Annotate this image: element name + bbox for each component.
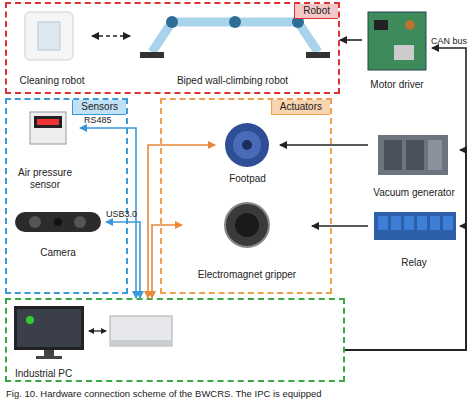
device-box: Cleaning robot — [12, 8, 92, 88]
actuator-box: Electromagnet gripper — [182, 198, 312, 282]
node-label: Electromagnet gripper — [198, 269, 296, 283]
node-label: Relay — [401, 257, 427, 271]
relay-block — [378, 216, 388, 230]
camera-icon — [15, 212, 101, 232]
footpad-ring — [233, 131, 261, 159]
robot-foot — [306, 52, 330, 58]
sensor-body — [30, 112, 66, 144]
robot-joint — [166, 16, 178, 28]
robot-body — [25, 12, 73, 60]
figure-caption: Fig. 10. Hardware connection scheme of t… — [6, 388, 322, 399]
chip — [374, 20, 388, 30]
node-label: Cleaning robot — [19, 75, 84, 89]
connector — [152, 225, 182, 298]
connector — [345, 150, 466, 350]
actuators-group: ActuatorsFootpadElectromagnet gripper — [160, 98, 332, 294]
sensor-display — [34, 116, 62, 128]
motor-driver-icon — [368, 12, 426, 70]
pc-shade — [110, 340, 172, 346]
relay-icon — [374, 212, 456, 240]
relay-board — [374, 212, 456, 240]
biped-robot-icon — [140, 16, 330, 58]
device-box: Biped wall-climbing robot — [130, 8, 335, 88]
relay-block — [417, 216, 427, 230]
connector — [148, 145, 215, 298]
robot-foot — [140, 52, 164, 58]
pc-case — [110, 316, 172, 346]
vacuum-generator-icon — [378, 135, 448, 175]
node-label: Motor driver — [370, 79, 423, 93]
generator-block — [428, 140, 442, 170]
node-label: Air pressure sensor — [10, 167, 80, 192]
group-tab-label: Robot — [294, 4, 338, 19]
edge-label: RS485 — [84, 115, 112, 125]
connector — [345, 226, 466, 350]
robot-joint — [229, 16, 241, 28]
monitor-link — [89, 330, 106, 331]
device-box: Motor driver — [362, 8, 432, 92]
footpad-outer — [225, 123, 269, 167]
edge-label: CAN bus — [431, 36, 467, 46]
connector-block — [394, 45, 414, 60]
magnet-core — [235, 213, 259, 237]
monitor-stand — [44, 350, 54, 356]
screen-marker — [26, 316, 34, 324]
air-pressure-sensor-icon — [30, 112, 66, 144]
relay-block — [404, 216, 414, 230]
group-tab-label: Sensors — [72, 100, 126, 115]
monitor-base — [36, 356, 62, 359]
monitor-screen — [17, 309, 81, 347]
monitor-bezel — [14, 306, 84, 350]
electromagnet-icon — [225, 203, 269, 247]
generator-body — [378, 135, 448, 175]
sensor-box: Air pressure sensor — [10, 106, 80, 192]
camera-body — [15, 212, 101, 232]
magnet-outer — [225, 203, 269, 247]
cleaning-robot-icon — [25, 12, 73, 60]
sensors-group: SensorsAir pressure sensorCamera — [5, 98, 128, 294]
sensor-box: Camera — [10, 205, 106, 260]
connector — [106, 222, 140, 298]
relay-block — [391, 216, 401, 230]
connector — [345, 48, 466, 350]
edge-label: USB3.0 — [106, 209, 137, 219]
robot-group: RobotCleaning robot Biped wall-climbing r… — [5, 2, 340, 94]
sensor-digits — [37, 119, 59, 125]
connector — [340, 39, 362, 41]
camera-lens — [54, 218, 62, 226]
camera-lens — [74, 216, 86, 228]
robot-panel — [38, 22, 60, 50]
relay-block — [443, 216, 453, 230]
device-box: Relay — [368, 206, 460, 270]
node-label: Industrial PC — [15, 368, 72, 380]
industrial-pc-group: Industrial PC — [5, 298, 345, 382]
node-label: Camera — [40, 247, 76, 261]
group-tab-label: Actuators — [271, 100, 330, 115]
actuator-box: Footpad — [215, 118, 280, 186]
monitor-icon — [14, 306, 84, 359]
node-label: Biped wall-climbing robot — [177, 75, 288, 89]
pcb-board — [368, 12, 426, 70]
connector — [312, 225, 368, 227]
pc-icon — [110, 316, 172, 346]
relay-block — [430, 216, 440, 230]
node-label: Vacuum generator — [373, 187, 455, 201]
generator-block — [384, 140, 402, 170]
connector — [280, 144, 368, 146]
footpad-center — [242, 140, 252, 150]
connector — [92, 35, 130, 37]
camera-lens — [29, 216, 41, 228]
generator-block — [406, 140, 424, 170]
device-box: Vacuum generator — [368, 128, 460, 200]
capacitor — [405, 20, 415, 30]
footpad-icon — [225, 123, 269, 167]
node-label: Footpad — [229, 173, 266, 187]
